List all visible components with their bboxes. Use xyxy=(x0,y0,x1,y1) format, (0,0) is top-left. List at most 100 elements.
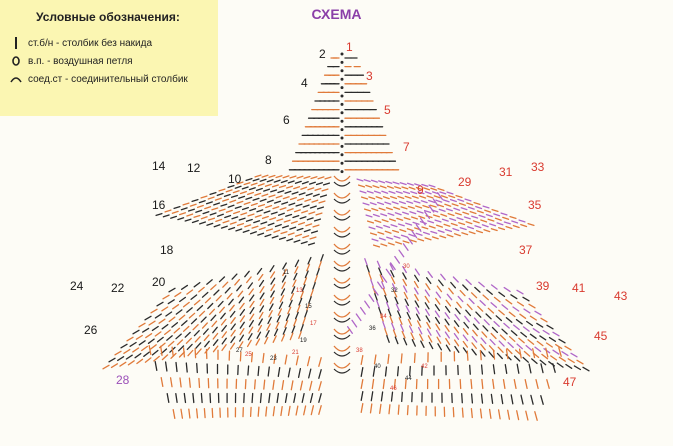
stitch-mark xyxy=(200,216,208,220)
stitch-mark xyxy=(378,180,386,184)
stitch-mark xyxy=(259,292,265,300)
row-number-label: 40 xyxy=(374,364,381,370)
stitch-mark xyxy=(552,349,560,355)
stitch-mark xyxy=(171,322,179,328)
stitch-mark xyxy=(314,275,318,283)
stitch-mark xyxy=(248,187,256,191)
stitch-mark xyxy=(476,210,484,214)
stitch-mark xyxy=(430,187,438,191)
stitch-mark xyxy=(402,285,408,293)
stitch-mark xyxy=(180,284,189,290)
stitch-mark xyxy=(194,336,201,343)
stitch-mark xyxy=(185,362,188,373)
row-number-label: 46 xyxy=(390,386,397,392)
stitch-mark xyxy=(370,179,378,183)
stitch-mark xyxy=(558,338,566,344)
stitch-mark xyxy=(389,263,394,271)
stitch-mark xyxy=(218,276,226,283)
stitch-mark xyxy=(158,318,166,324)
stitch-mark xyxy=(308,211,316,215)
stitch-mark xyxy=(455,307,461,315)
stitch-mark xyxy=(510,330,518,337)
stitch-mark xyxy=(320,254,324,262)
stitch-mark xyxy=(213,202,221,206)
stitch-mark xyxy=(427,220,435,224)
stitch-mark xyxy=(519,313,527,319)
stitch-mark xyxy=(540,363,544,374)
stitch-mark xyxy=(241,206,249,211)
stitch-mark xyxy=(440,273,446,281)
stitch-mark xyxy=(481,378,484,390)
stitch-mark xyxy=(196,304,204,312)
stitch-mark xyxy=(254,192,262,196)
stitch-mark xyxy=(503,322,510,329)
stitch-mark xyxy=(526,320,534,327)
stitch-mark xyxy=(180,408,184,419)
stitch-mark xyxy=(256,331,262,339)
stitch-mark xyxy=(154,313,162,319)
stitch-mark xyxy=(459,289,466,297)
stitch-mark xyxy=(357,184,366,188)
stitch-mark xyxy=(390,276,396,285)
stitch-mark xyxy=(414,274,420,282)
stitch-mark xyxy=(188,312,196,319)
stitch-mark xyxy=(119,361,127,367)
row-number-label: 7 xyxy=(403,140,410,154)
stitch-mark xyxy=(528,303,536,309)
stitch-mark xyxy=(182,347,186,358)
stitch-mark xyxy=(129,341,137,347)
stitch-mark xyxy=(458,222,466,226)
stitch-mark xyxy=(154,360,158,372)
stitch-mark xyxy=(275,175,283,179)
stitch-mark xyxy=(536,322,544,328)
stitch-mark xyxy=(306,217,314,221)
stitch-mark xyxy=(309,392,314,404)
stitch-mark xyxy=(395,190,403,194)
stitch-mark xyxy=(417,238,425,242)
stitch-mark xyxy=(466,303,473,311)
stitch-mark xyxy=(218,208,226,212)
stitch-mark xyxy=(480,343,486,351)
stitch-mark xyxy=(378,237,386,241)
stitch-mark xyxy=(318,369,322,379)
stitch-mark xyxy=(418,215,426,219)
chain-loop xyxy=(333,351,351,357)
stitch-mark xyxy=(465,309,472,317)
stitch-mark xyxy=(364,300,371,309)
stitch-mark xyxy=(259,298,265,307)
stitch-mark xyxy=(489,223,497,227)
stitch-mark xyxy=(276,392,280,404)
chain-loop xyxy=(333,294,351,301)
legend-item-label: ст.б/н - столбик без накида xyxy=(28,37,153,49)
stitch-mark xyxy=(293,272,298,281)
stitch-mark xyxy=(132,347,140,353)
stitch-mark xyxy=(273,179,281,183)
stitch-mark xyxy=(461,407,464,418)
stitch-mark xyxy=(247,191,255,196)
chain-loop xyxy=(333,317,351,323)
stitch-mark xyxy=(570,352,578,358)
stitch-mark xyxy=(395,241,403,245)
stitch-mark xyxy=(234,205,242,209)
stitch-mark xyxy=(215,295,222,302)
stitch-mark xyxy=(465,221,473,225)
stitch-mark xyxy=(249,313,255,321)
stitch-mark xyxy=(453,326,460,334)
row-number-label: 41 xyxy=(572,281,586,295)
stitch-mark xyxy=(411,339,416,347)
stitch-mark xyxy=(479,408,483,419)
stitch-mark xyxy=(456,301,462,309)
stitch-mark xyxy=(280,179,288,184)
stitch-mark xyxy=(507,409,511,420)
stitch-mark xyxy=(436,336,442,344)
stitch-mark xyxy=(463,216,471,220)
stitch-mark xyxy=(227,204,235,208)
stitch-mark xyxy=(382,321,386,329)
stitch-mark xyxy=(279,207,287,211)
stitch-mark xyxy=(392,229,400,233)
stitch-mark xyxy=(393,206,401,210)
stitch-mark xyxy=(505,349,509,360)
stitch-mark xyxy=(497,346,504,353)
stitch-mark xyxy=(400,324,405,332)
stitch-mark xyxy=(363,208,372,212)
